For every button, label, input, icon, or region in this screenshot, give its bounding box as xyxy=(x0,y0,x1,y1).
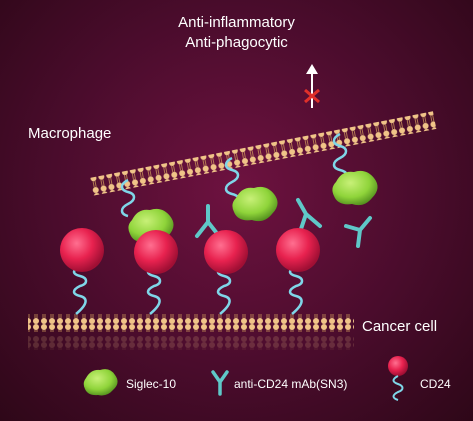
antibody-3 xyxy=(344,216,372,248)
legend-cd24-icon xyxy=(388,356,408,401)
cd24-ball-4 xyxy=(276,228,320,272)
macrophage-label: Macrophage xyxy=(28,125,112,142)
cd24-ball-1 xyxy=(60,228,104,272)
legend-antibody-icon xyxy=(211,370,229,396)
legend-siglec-label: Siglec-10 xyxy=(126,377,177,391)
siglec10-blob-2 xyxy=(232,186,278,222)
legend-siglec-icon xyxy=(83,369,118,396)
outcome-label-anti-phagocytic: Anti-phagocytic xyxy=(185,34,288,51)
blocked-signal-arrow xyxy=(306,64,318,108)
legend-cd24-label: CD24 xyxy=(420,377,451,391)
macrophage-coil-1 xyxy=(120,178,136,218)
cancer-cell-label: Cancer cell xyxy=(362,318,438,335)
cd24-coil-3 xyxy=(216,264,232,315)
cd24-ball-2 xyxy=(134,230,178,274)
cd24-coil-1 xyxy=(72,264,88,315)
blocked-x-icon xyxy=(304,88,320,104)
macrophage-coil-3 xyxy=(332,132,349,181)
cd24-ball-3 xyxy=(204,230,248,274)
cd24-coil-4 xyxy=(288,264,304,315)
antibody-1 xyxy=(195,204,221,238)
antibody-2 xyxy=(296,198,322,234)
macrophage-membrane xyxy=(89,111,437,196)
outcome-label-anti-inflammatory: Anti-inflammatory xyxy=(178,14,295,31)
cancer-cell-membrane xyxy=(28,314,354,332)
siglec10-blob-3 xyxy=(332,170,378,206)
cd24-coil-2 xyxy=(146,264,162,315)
legend-antibody-label: anti-CD24 mAb(SN3) xyxy=(234,377,348,391)
membrane-reflection xyxy=(28,336,354,350)
